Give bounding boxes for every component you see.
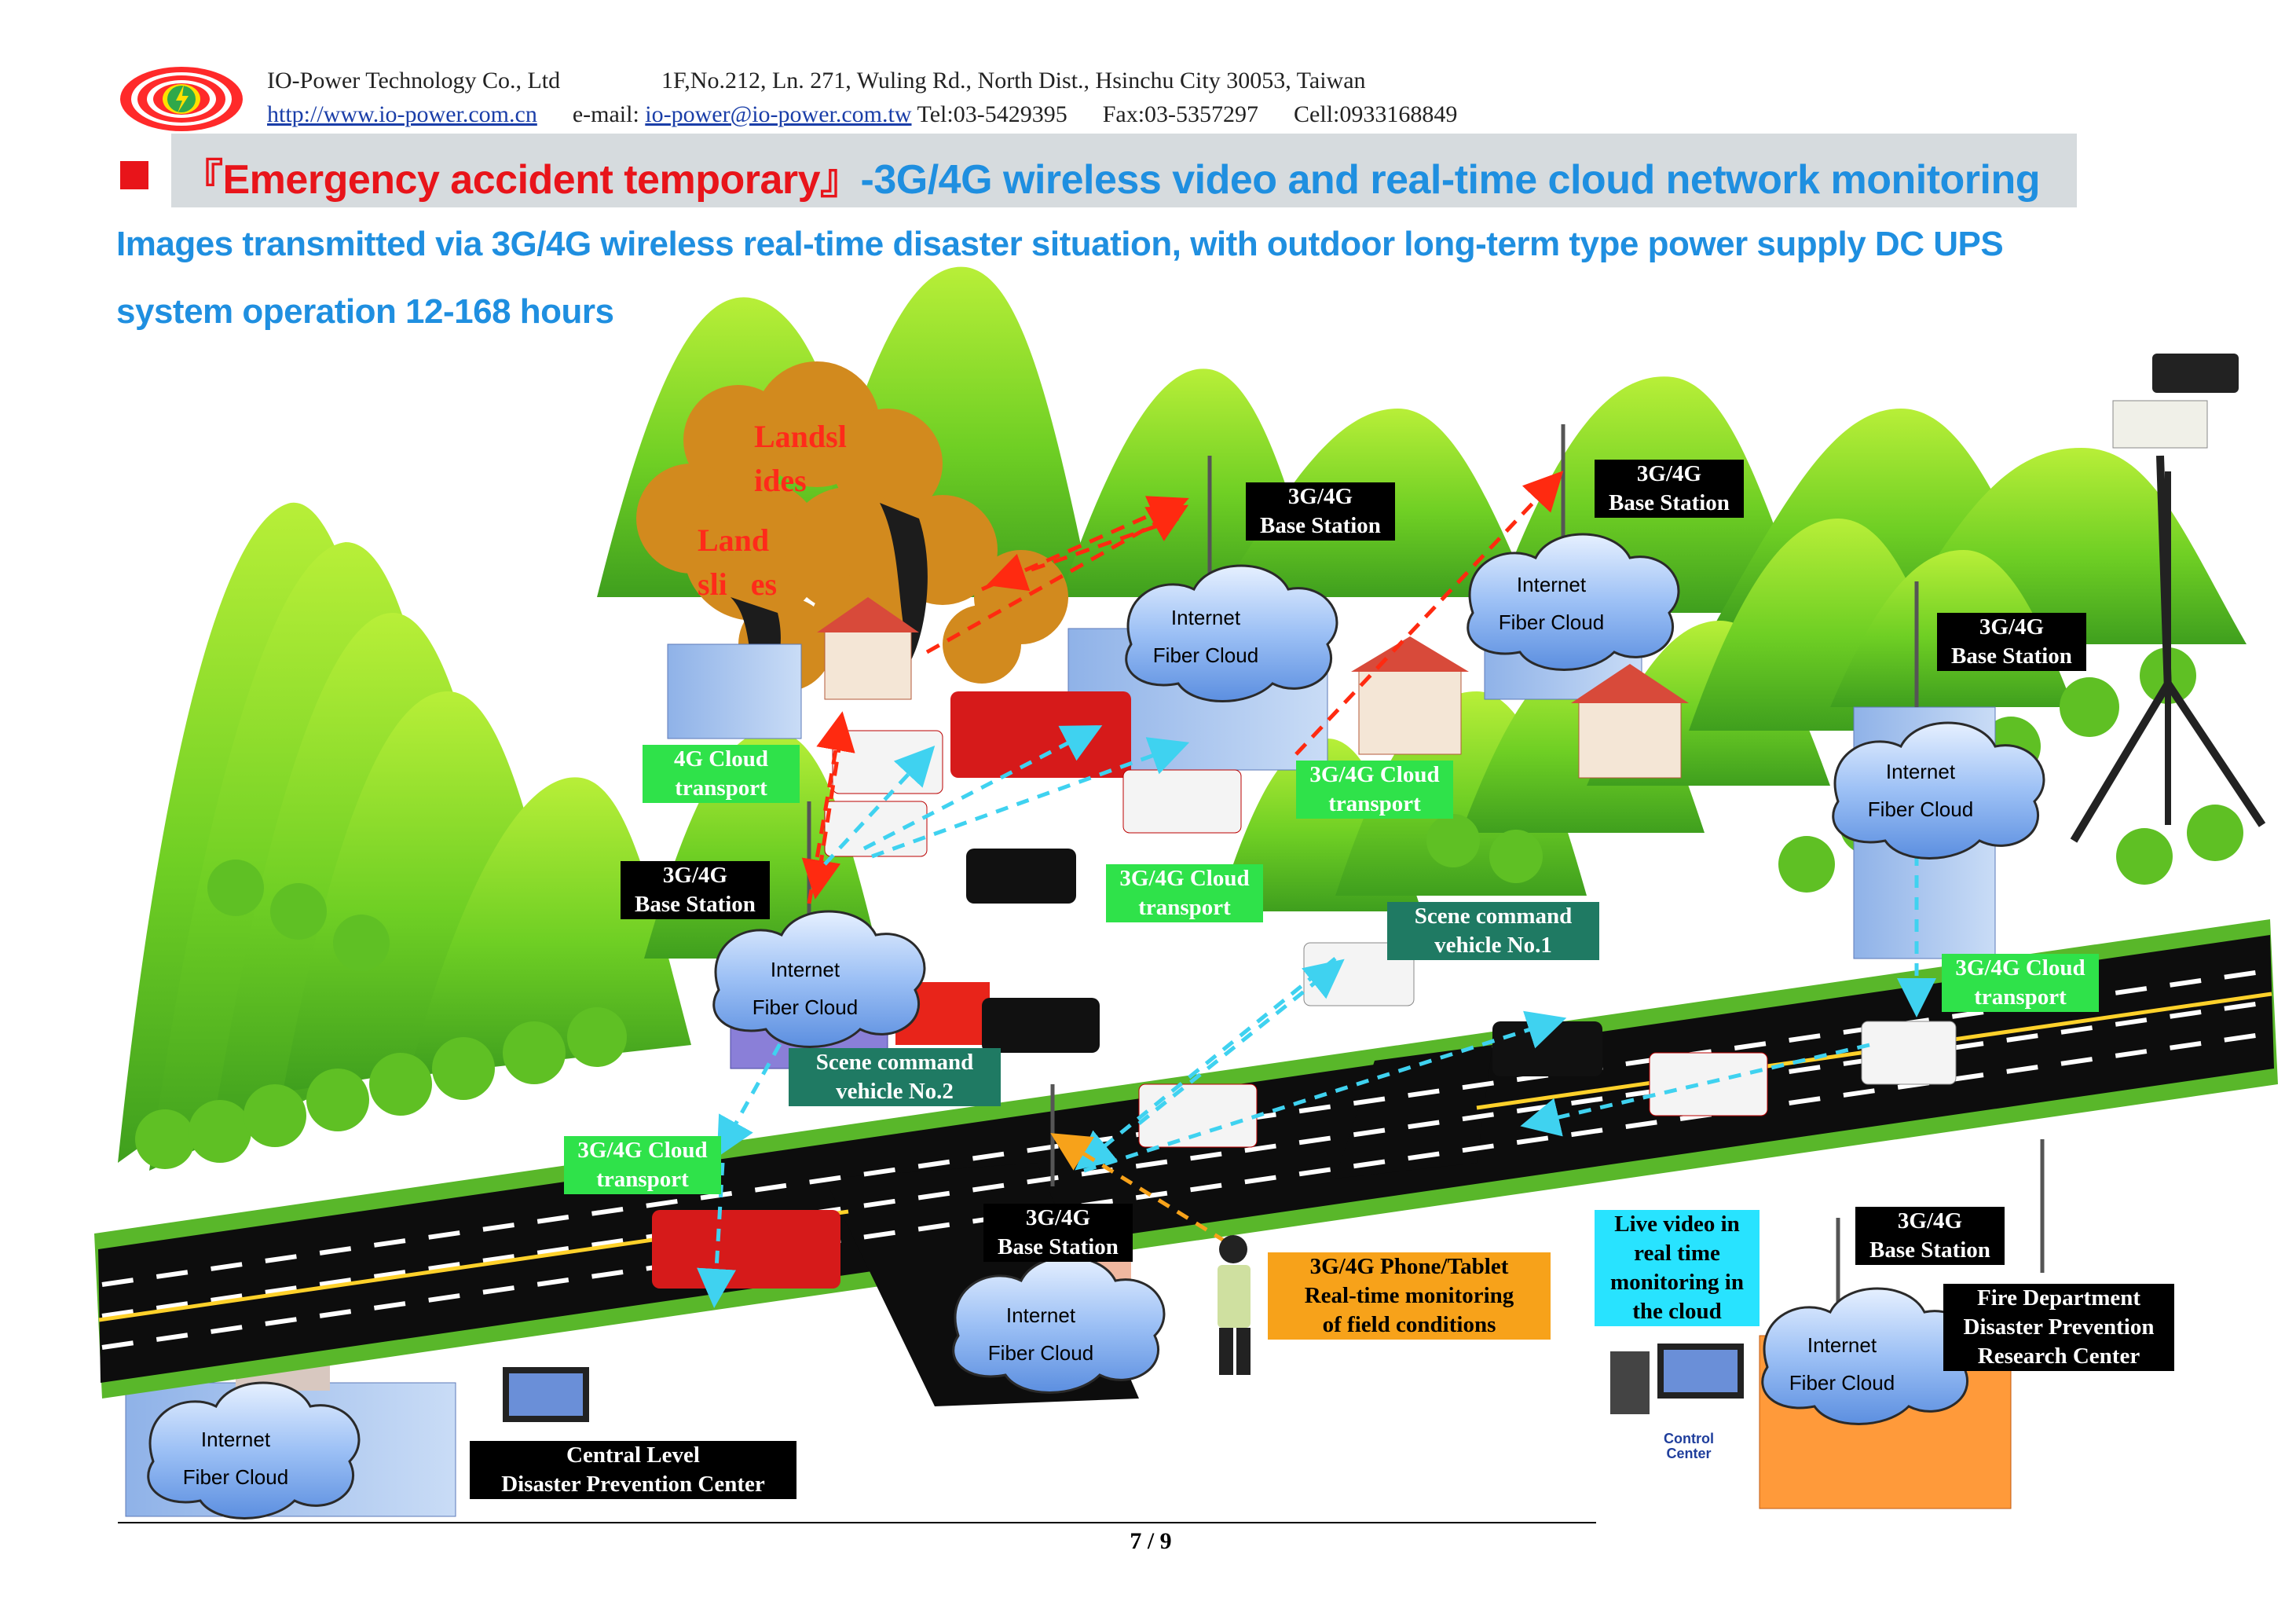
email-label: e-mail: [572,101,639,127]
title-bullet-icon [120,161,148,189]
internet-label: Internet [1005,1303,1076,1327]
title-part-blue: -3G/4G wireless video and real-time clou… [860,157,2041,203]
monitor-icons [503,1344,1744,1422]
cloud-transport-label-2: 3G/4G Cloud transport [1106,864,1263,923]
control-center-label: Control Center [1664,1431,1714,1461]
email-link[interactable]: io-power@io-power.com.tw [645,101,912,127]
internet-label: Internet [1516,573,1587,596]
cloud-transport-label-1: 3G/4G Cloud transport [1296,761,1453,819]
base-station-label-4: 3G/4G Base Station [621,861,770,920]
fiber-cloud-label: Fiber Cloud [1152,643,1259,668]
police-officer-icon [1218,1235,1251,1375]
cloud-transport-label-4: 3G/4G Cloud transport [564,1136,721,1195]
company-name: IO-Power Technology Co., Ltd [267,68,561,93]
internet-label: Internet [1170,606,1241,629]
base-station-label-5: 3G/4G Base Station [983,1204,1133,1263]
subtitle-line-2: system operation 12-168 hours [116,292,614,331]
internet-label: Internet [770,958,840,981]
title-part-red: 『Emergency accident temporary』 [182,157,861,203]
fiber-cloud-label: Fiber Cloud [1498,610,1605,635]
landslide-label-1: Landsl ides [754,419,847,498]
fiber-cloud-label: Fiber Cloud [987,1341,1094,1366]
fiber-cloud-label: Fiber Cloud [752,995,859,1020]
internet-cloud-icons [147,533,2045,1520]
scene-command-vehicle-1-label: Scene command vehicle No.1 [1387,902,1599,961]
red-arrows [801,471,1564,904]
page-title: 『Emergency accident temporary』-3G/4G wir… [182,146,2040,205]
base-station-label-6: 3G/4G Base Station [1855,1207,2005,1266]
internet-label: Internet [1885,760,1956,783]
fax-text: Fax:03-5357297 [1102,101,1259,127]
footer-divider [118,1522,1596,1523]
fiber-cloud-label: Fiber Cloud [182,1465,289,1490]
tel-text: Tel:03-5429395 [917,101,1067,127]
central-disaster-center-label: Central Level Disaster Prevention Center [470,1441,796,1500]
company-address: 1F,No.212, Ln. 271, Wuling Rd., North Di… [661,68,1366,93]
cloud-transport-label-partial: 4G Cloud transport [643,745,800,804]
tripod-camera-icon [2070,354,2266,843]
base-station-label-1: 3G/4G Base Station [1246,482,1395,541]
cell-text: Cell:0933168849 [1294,101,1458,127]
base-station-label-2: 3G/4G Base Station [1595,460,1744,519]
internet-label: Internet [200,1428,271,1451]
fiber-cloud-label: Fiber Cloud [1867,797,1974,822]
fiber-cloud-label: Fiber Cloud [1789,1371,1895,1395]
company-logo-icon [120,67,243,131]
page-number: 7 / 9 [1130,1528,1172,1554]
cloud-transport-label-3: 3G/4G Cloud transport [1942,954,2099,1013]
fire-department-label: Fire Department Disaster Prevention Rese… [1943,1284,2174,1372]
orange-arrows [1050,1133,1227,1244]
title-bar [171,134,2077,207]
base-station-label-3: 3G/4G Base Station [1937,613,2086,672]
phone-tablet-monitoring-label: 3G/4G Phone/Tablet Real-time monitoring … [1268,1252,1551,1340]
scene-command-vehicle-2-label: Scene command vehicle No.2 [789,1048,1001,1107]
live-video-label: Live video in real time monitoring in th… [1595,1210,1760,1327]
internet-label: Internet [1807,1333,1877,1357]
landslide-label-2: Land sli es [698,522,778,602]
website-link[interactable]: http://www.io-power.com.cn [267,101,537,127]
subtitle-line-1: Images transmitted via 3G/4G wireless re… [116,225,2004,263]
